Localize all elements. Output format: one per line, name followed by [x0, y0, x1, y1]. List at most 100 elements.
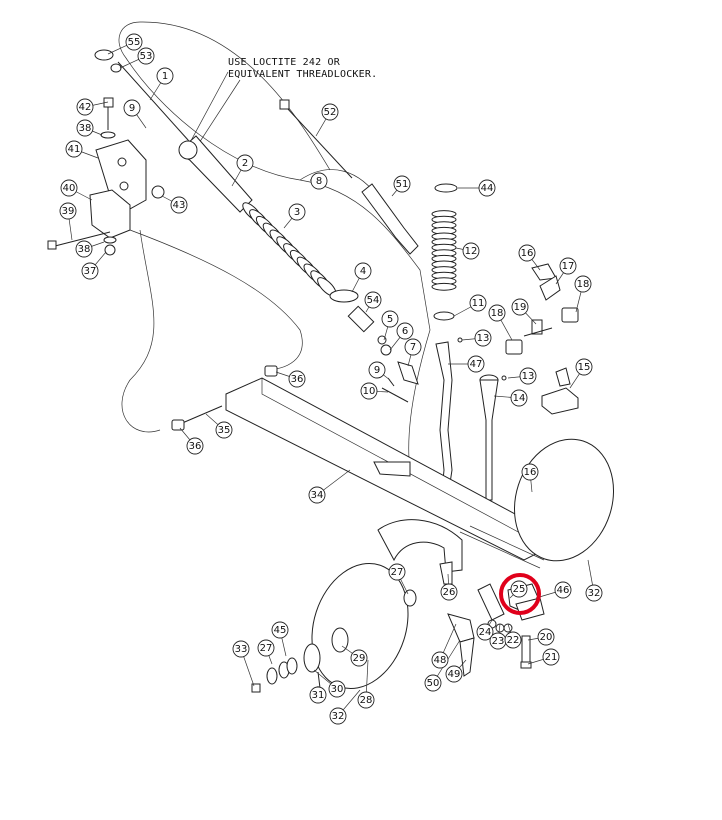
callout-number: 33 [235, 644, 248, 655]
callout-52: 52 [321, 103, 339, 121]
part-31-pin [317, 671, 321, 689]
callout-bubble [364, 291, 382, 309]
callout-number: 30 [331, 684, 344, 695]
callout-51: 51 [393, 175, 411, 193]
callout-number: 52 [324, 107, 337, 118]
callout-number: 40 [63, 183, 76, 194]
callout-2: 2 [236, 154, 254, 172]
callout-number: 31 [312, 690, 325, 701]
callout-24: 24 [476, 623, 494, 641]
callout-number: 16 [524, 467, 537, 478]
callout-37: 37 [81, 262, 99, 280]
callout-number: 29 [353, 653, 366, 664]
callout-bubble [585, 584, 603, 602]
part-16-knob [531, 263, 557, 281]
callout-40: 40 [60, 179, 78, 197]
callout-46: 46 [554, 581, 572, 599]
callout-53: 53 [137, 47, 155, 65]
callout-28: 28 [357, 691, 375, 709]
part-30-hub [303, 643, 321, 673]
callout-number: 44 [481, 183, 494, 194]
callout-number: 8 [316, 176, 322, 187]
callout-number: 18 [577, 279, 590, 290]
frame-lower-legs [377, 519, 463, 573]
callout-bubble [125, 33, 143, 51]
part-53-washer [110, 63, 122, 73]
note-leader-1 [185, 71, 229, 151]
callout-16: 16 [521, 463, 539, 481]
callout-16: 16 [518, 244, 536, 262]
callout-bubble [309, 686, 327, 704]
callout-number: 35 [218, 425, 231, 436]
callout-bubble [75, 240, 93, 258]
callout-12: 12 [462, 242, 480, 260]
callout-number: 13 [477, 333, 490, 344]
callout-bubble [510, 389, 528, 407]
part-49-blade [459, 637, 475, 677]
part-19-fitting [523, 319, 553, 337]
callout-number: 50 [427, 678, 440, 689]
callout-bubble [575, 358, 593, 376]
callout-number: 49 [448, 669, 461, 680]
part-34-frame [225, 377, 557, 569]
part-29-hub [331, 627, 349, 653]
part-27-washer-upper [403, 589, 417, 607]
callout-number: 53 [140, 51, 153, 62]
callout-bubble [257, 639, 275, 657]
callout-number: 46 [557, 585, 570, 596]
callout-bubble [393, 175, 411, 193]
part-38-washer [100, 131, 116, 139]
callout-6: 6 [396, 322, 414, 340]
callout-bubble [357, 691, 375, 709]
callout-number: 51 [396, 179, 409, 190]
callout-bubble [123, 99, 141, 117]
callout-5: 5 [381, 310, 399, 328]
callout-38: 38 [76, 119, 94, 137]
callout-bubble [537, 628, 555, 646]
callout-50: 50 [424, 674, 442, 692]
callout-27: 27 [257, 639, 275, 657]
part-42-bolt [103, 97, 114, 130]
part-55-clip [94, 49, 114, 61]
callout-number: 54 [367, 295, 380, 306]
part-1-rod [117, 61, 191, 143]
part-27-washer [266, 667, 278, 685]
callout-18: 18 [574, 275, 592, 293]
part-5-washer [377, 335, 387, 345]
callout-bubble [232, 640, 250, 658]
callout-bubble [559, 257, 577, 275]
callout-bubble [431, 651, 449, 669]
callout-bubble [76, 98, 94, 116]
part-18-block-left [505, 339, 523, 355]
callout-number: 38 [79, 123, 92, 134]
callout-bubble [424, 674, 442, 692]
callout-1: 1 [156, 67, 174, 85]
part-17-handle [539, 275, 561, 301]
callout-19: 19 [511, 298, 529, 316]
callout-number: 12 [465, 246, 478, 257]
callout-bubble [474, 329, 492, 347]
highlight-circle [499, 573, 541, 615]
part-26-bolt [439, 561, 453, 585]
callout-31: 31 [309, 686, 327, 704]
part-3-spring [242, 202, 337, 297]
part-48-scraper [447, 613, 475, 643]
callout-26: 26 [440, 583, 458, 601]
callout-44: 44 [478, 179, 496, 197]
callout-number: 6 [402, 326, 408, 337]
callout-bubble [574, 275, 592, 293]
callout-number: 4 [360, 266, 366, 277]
callout-number: 1 [162, 71, 168, 82]
callout-number: 43 [173, 200, 186, 211]
callout-bubble [518, 244, 536, 262]
callout-bubble [462, 242, 480, 260]
callout-bubble [288, 203, 306, 221]
callout-number: 28 [360, 695, 373, 706]
callout-32: 32 [329, 707, 347, 725]
part-12-boot [431, 210, 457, 291]
callout-36: 36 [288, 370, 306, 388]
part-6-nut [380, 344, 392, 356]
callout-8: 8 [310, 172, 328, 190]
